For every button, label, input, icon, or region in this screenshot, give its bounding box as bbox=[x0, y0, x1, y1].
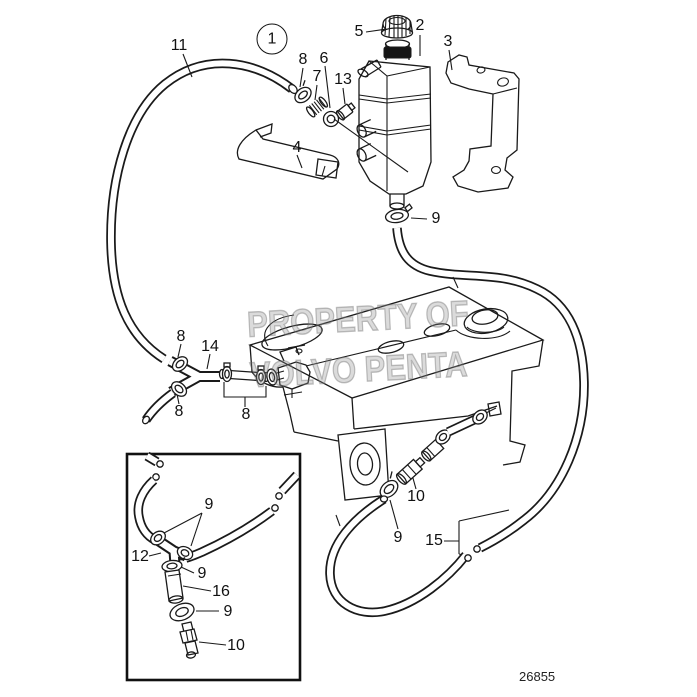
inset-tube-16 bbox=[164, 569, 184, 604]
drawing-number: 26855 bbox=[519, 669, 556, 684]
callout-nut-6: 6 bbox=[319, 50, 329, 67]
callout-leader-lines bbox=[148, 28, 510, 646]
callout-cap-5: 5 bbox=[354, 23, 364, 40]
tank-nipple-upper bbox=[356, 118, 377, 138]
callout-hose-11: 11 bbox=[170, 37, 188, 54]
inset-right-hose bbox=[184, 471, 301, 563]
hose-11 bbox=[106, 58, 298, 364]
tank-nipple-lower bbox=[356, 142, 377, 162]
callout-inset-seal-9: 9 bbox=[223, 603, 233, 620]
callout-inset-clamps-9: 9 bbox=[204, 496, 214, 513]
callout-nipple-10-engine: 10 bbox=[407, 488, 425, 505]
callout-clamp-8-top: 8 bbox=[298, 51, 308, 68]
callout-hose-15: 15 bbox=[425, 532, 443, 549]
hose-clamp-9-tank bbox=[384, 203, 413, 224]
mounting-bracket-3 bbox=[445, 54, 520, 193]
inset-seal-9 bbox=[169, 602, 195, 622]
inset-clamp-left bbox=[150, 530, 166, 546]
hose-clamp-8-tube-left bbox=[221, 362, 233, 383]
hose-clamp-8-tube-right bbox=[255, 365, 267, 386]
inset-left-hose bbox=[133, 451, 164, 545]
callout-bracket-3: 3 bbox=[443, 33, 453, 50]
callout-y-connector-14: 14 bbox=[201, 338, 219, 355]
callout-assembly-1-balloon: 1 bbox=[256, 23, 288, 55]
callout-inset-t-12: 12 bbox=[131, 548, 149, 565]
inset-detail-box bbox=[125, 451, 302, 682]
callout-plug-13: 13 bbox=[334, 71, 352, 88]
watermark: PROPERTY OF VOLVO PENTA bbox=[246, 286, 511, 401]
nipple-10-engine bbox=[395, 456, 426, 485]
short-hose bbox=[141, 389, 176, 425]
thermostat-fitting bbox=[266, 344, 311, 398]
hose-clamp-8-y-upper bbox=[171, 356, 189, 372]
nipple-fitting bbox=[421, 438, 445, 462]
callout-clamps-8-tube: 8 bbox=[241, 406, 251, 423]
retaining-strap-4 bbox=[236, 123, 340, 180]
callout-inset-nipple-10: 10 bbox=[227, 637, 245, 654]
expansion-tank bbox=[356, 39, 432, 210]
inset-clamp-9 bbox=[161, 556, 186, 573]
callout-clamp-8-y-lower: 8 bbox=[174, 403, 184, 420]
hose-clamp-8-top bbox=[294, 80, 312, 104]
engine-block bbox=[248, 286, 545, 501]
oil-filler-cap bbox=[463, 307, 509, 335]
y-connector-assembly bbox=[141, 356, 285, 425]
hose-clamp bbox=[435, 429, 451, 445]
inset-clamp-right bbox=[176, 545, 194, 561]
callout-clamp-9-tank: 9 bbox=[431, 210, 441, 227]
callout-inset-tube-16: 16 bbox=[212, 583, 230, 600]
callout-fitting-7: 7 bbox=[312, 68, 322, 85]
callout-tank-2: 2 bbox=[415, 17, 425, 34]
hose-clamp-8-y-lower bbox=[170, 381, 188, 397]
inset-nipple-10 bbox=[179, 621, 199, 659]
tank-outlet bbox=[389, 194, 405, 206]
callout-strap-4: 4 bbox=[292, 139, 302, 156]
callout-clamp-8-y-upper: 8 bbox=[176, 328, 186, 345]
hose-clamp-9-engine bbox=[379, 471, 399, 499]
callout-clamp-9-engine: 9 bbox=[393, 529, 403, 546]
threaded-fitting-7 bbox=[305, 96, 329, 118]
hose-15 bbox=[392, 227, 589, 553]
callout-inset-clamp-9: 9 bbox=[197, 565, 207, 582]
nut-6 bbox=[322, 110, 340, 128]
plug-13 bbox=[335, 102, 356, 121]
u-hose bbox=[325, 494, 472, 617]
pressure-cap bbox=[380, 14, 414, 39]
filler-neck bbox=[383, 39, 412, 60]
hose-clamp bbox=[472, 409, 488, 425]
engine-fitting-row bbox=[379, 407, 497, 499]
